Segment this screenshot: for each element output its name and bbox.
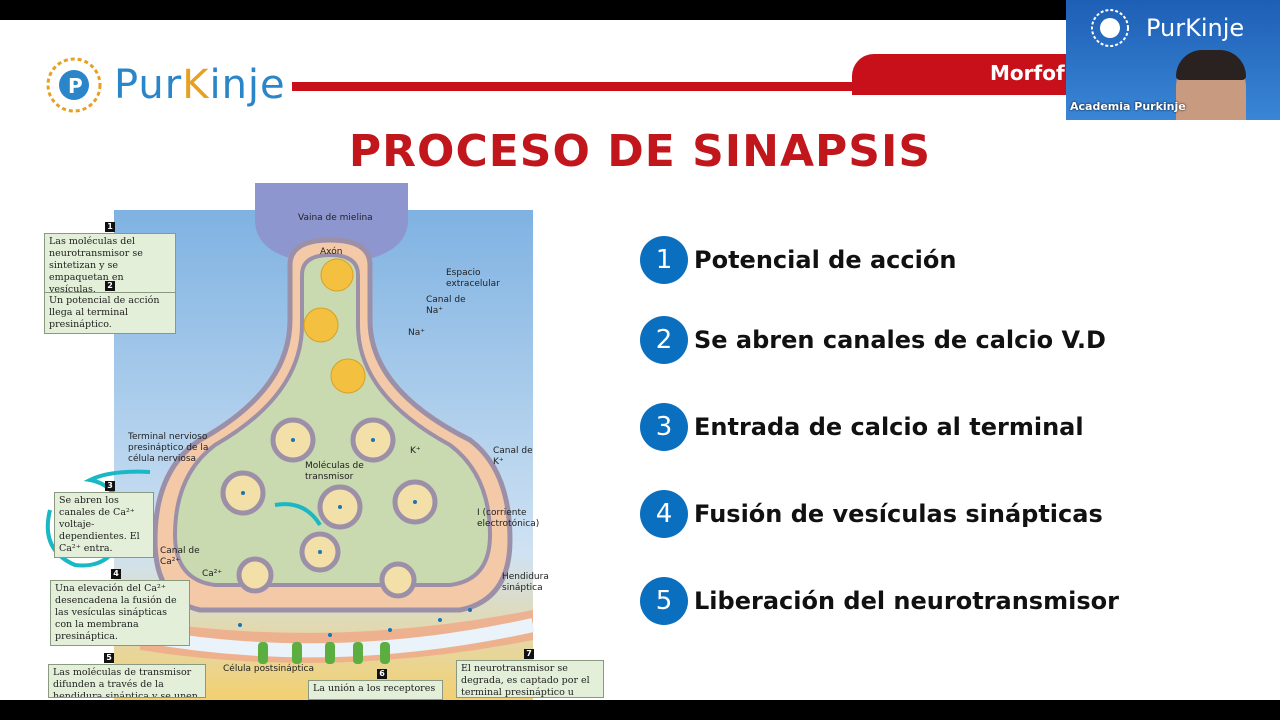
label-cleft: Hendidura sináptica <box>502 572 549 593</box>
label-ca: Ca²⁺ <box>202 569 223 579</box>
synapse-diagram: Vaina de mielina Axón Espacio extracelul… <box>40 180 610 700</box>
bottom-letterbox <box>0 700 1280 720</box>
step-number-badge: 3 <box>640 403 688 451</box>
label-extracellular: Espacio extracelular <box>446 268 500 289</box>
synapse-illustration <box>45 183 535 700</box>
label-axon: Axón <box>320 247 343 257</box>
step-number-badge: 4 <box>640 490 688 538</box>
step-number: 2 <box>105 281 115 291</box>
step-box-2: Un potencial de acción llega al terminal… <box>44 292 176 334</box>
course-tab: Morfof <box>852 54 1082 95</box>
step-text: Se abren canales de calcio V.D <box>694 326 1106 354</box>
step-box-4: Una elevación del Ca²⁺ desencadena la fu… <box>50 580 190 646</box>
brain-logo-icon: P <box>46 57 102 113</box>
step-number-badge: 5 <box>640 577 688 625</box>
label-terminal: Terminal nervioso presináptico de la cél… <box>128 432 209 464</box>
step-number: 6 <box>377 669 387 679</box>
label-current: I (corriente electrotónica) <box>477 508 540 529</box>
participant-hair <box>1176 50 1246 80</box>
purkinje-logo: P PurKinje <box>42 56 286 114</box>
svg-text:P: P <box>68 74 83 98</box>
step-number: 4 <box>111 569 121 579</box>
step-number-badge: 2 <box>640 316 688 364</box>
slide-title: PROCESO DE SINAPSIS <box>348 126 932 177</box>
step-box-3: Se abren los canales de Ca²⁺ voltaje-dep… <box>54 492 154 558</box>
step-number: 7 <box>524 649 534 659</box>
step-box-5: Las moléculas de transmisor difunden a t… <box>48 664 206 698</box>
label-k-channel: Canal de K⁺ <box>493 446 533 467</box>
logo-text: PurKinje <box>114 62 286 108</box>
step-text: Liberación del neurotransmisor <box>694 587 1119 615</box>
brain-logo-icon <box>1091 9 1129 47</box>
label-ca-channel: Canal de Ca²⁺ <box>160 546 200 567</box>
header-divider <box>292 82 1072 91</box>
step-text: Entrada de calcio al terminal <box>694 413 1084 441</box>
label-myelin: Vaina de mielina <box>298 213 373 223</box>
step-number: 3 <box>105 481 115 491</box>
top-letterbox <box>0 0 1280 20</box>
step-text: Potencial de acción <box>694 246 957 274</box>
step-number: 5 <box>104 653 114 663</box>
step-box-6: La unión a los receptores <box>308 680 443 700</box>
label-postsynaptic: Célula postsináptica <box>223 664 314 674</box>
step-text: Fusión de vesículas sinápticas <box>694 500 1103 528</box>
step-box-7: El neurotransmisor se degrada, es captad… <box>456 660 604 698</box>
step-number: 1 <box>105 222 115 232</box>
label-molecules: Moléculas de transmisor <box>305 461 364 482</box>
label-k: K⁺ <box>410 446 421 456</box>
video-logo: PurKinje <box>1088 8 1244 48</box>
video-tile[interactable]: PurKinje Academia Purkinje <box>1066 0 1280 120</box>
label-na: Na⁺ <box>408 328 425 338</box>
label-na-channel: Canal de Na⁺ <box>426 295 466 316</box>
step-number-badge: 1 <box>640 236 688 284</box>
participant-name: Academia Purkinje <box>1070 100 1186 113</box>
